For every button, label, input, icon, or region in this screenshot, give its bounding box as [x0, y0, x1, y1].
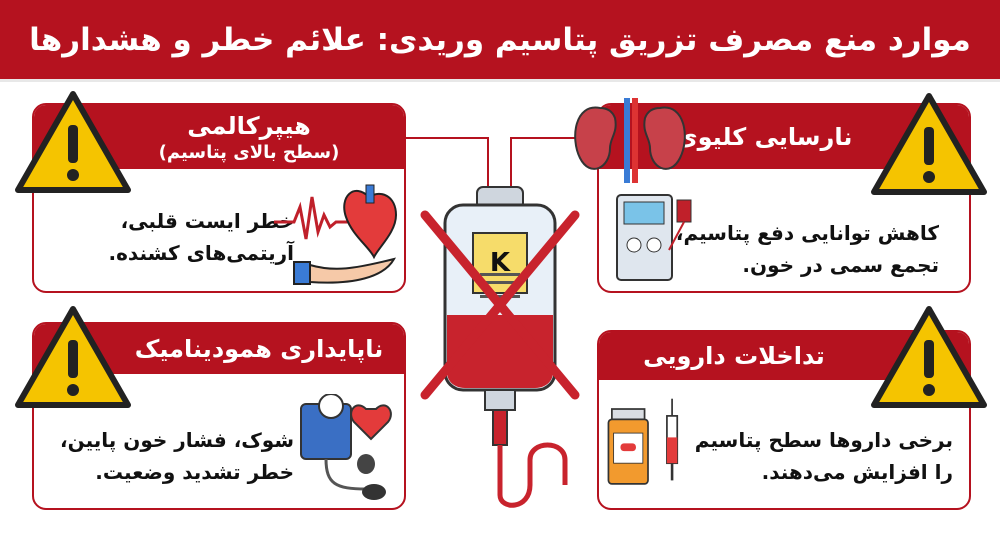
card-body: کاهش توانایی دفع پتاسیم، تجمع سمی در خون… — [676, 217, 939, 281]
pill-bottle-syringe-icon — [607, 398, 679, 485]
card-hemodynamic-instability: ناپایداری همودینامیک شوک، فشار خون پایین… — [32, 322, 406, 510]
page-title: موارد منع مصرف تزریق پتاسیم وریدی: علائم… — [29, 21, 971, 58]
body-line: خطر ایست قلبی، — [120, 209, 294, 233]
warning-triangle-icon — [871, 306, 987, 408]
body-line: برخی داروها سطح پتاسیم — [694, 428, 953, 452]
potassium-label: K — [490, 248, 511, 278]
body-line: شوک، فشار خون پایین، — [60, 428, 294, 452]
warning-triangle-icon — [15, 306, 131, 408]
card-title: نارسایی کلیوی — [675, 123, 853, 151]
body-line: تجمع سمی در خون. — [742, 253, 939, 277]
connector-line — [405, 137, 487, 139]
kidney-icon — [574, 98, 686, 183]
body-line: را افزایش می‌دهند. — [761, 460, 953, 484]
crossed-out-iv-bag-icon: K — [420, 186, 580, 508]
body-line: خطر تشدید وضعیت. — [95, 460, 294, 484]
card-subtitle: (سطح بالای پتاسیم) — [158, 141, 340, 163]
dialysis-machine-icon — [616, 194, 692, 281]
warning-triangle-icon — [15, 91, 131, 193]
warning-triangle-icon — [871, 93, 987, 195]
connector-line — [510, 137, 600, 139]
body-line: کاهش توانایی دفع پتاسیم، — [675, 221, 939, 245]
body-line: آریتمی‌های کشنده. — [108, 241, 294, 265]
card-title: هیپرکالمی — [187, 111, 311, 140]
card-body: خطر ایست قلبی، آریتمی‌های کشنده. — [109, 205, 294, 269]
card-body: برخی داروها سطح پتاسیم را افزایش می‌دهند… — [695, 424, 953, 488]
title-banner: موارد منع مصرف تزریق پتاسیم وریدی: علائم… — [0, 0, 1000, 82]
heart-ecg-hand-icon — [274, 184, 398, 285]
connector-line — [487, 137, 489, 192]
card-title: تداخلات دارویی — [643, 342, 825, 370]
card-body: شوک، فشار خون پایین، خطر تشدید وضعیت. — [60, 424, 294, 488]
card-title: ناپایداری همودینامیک — [134, 335, 384, 363]
blood-pressure-cuff-icon — [300, 394, 392, 500]
connector-line — [510, 137, 512, 192]
